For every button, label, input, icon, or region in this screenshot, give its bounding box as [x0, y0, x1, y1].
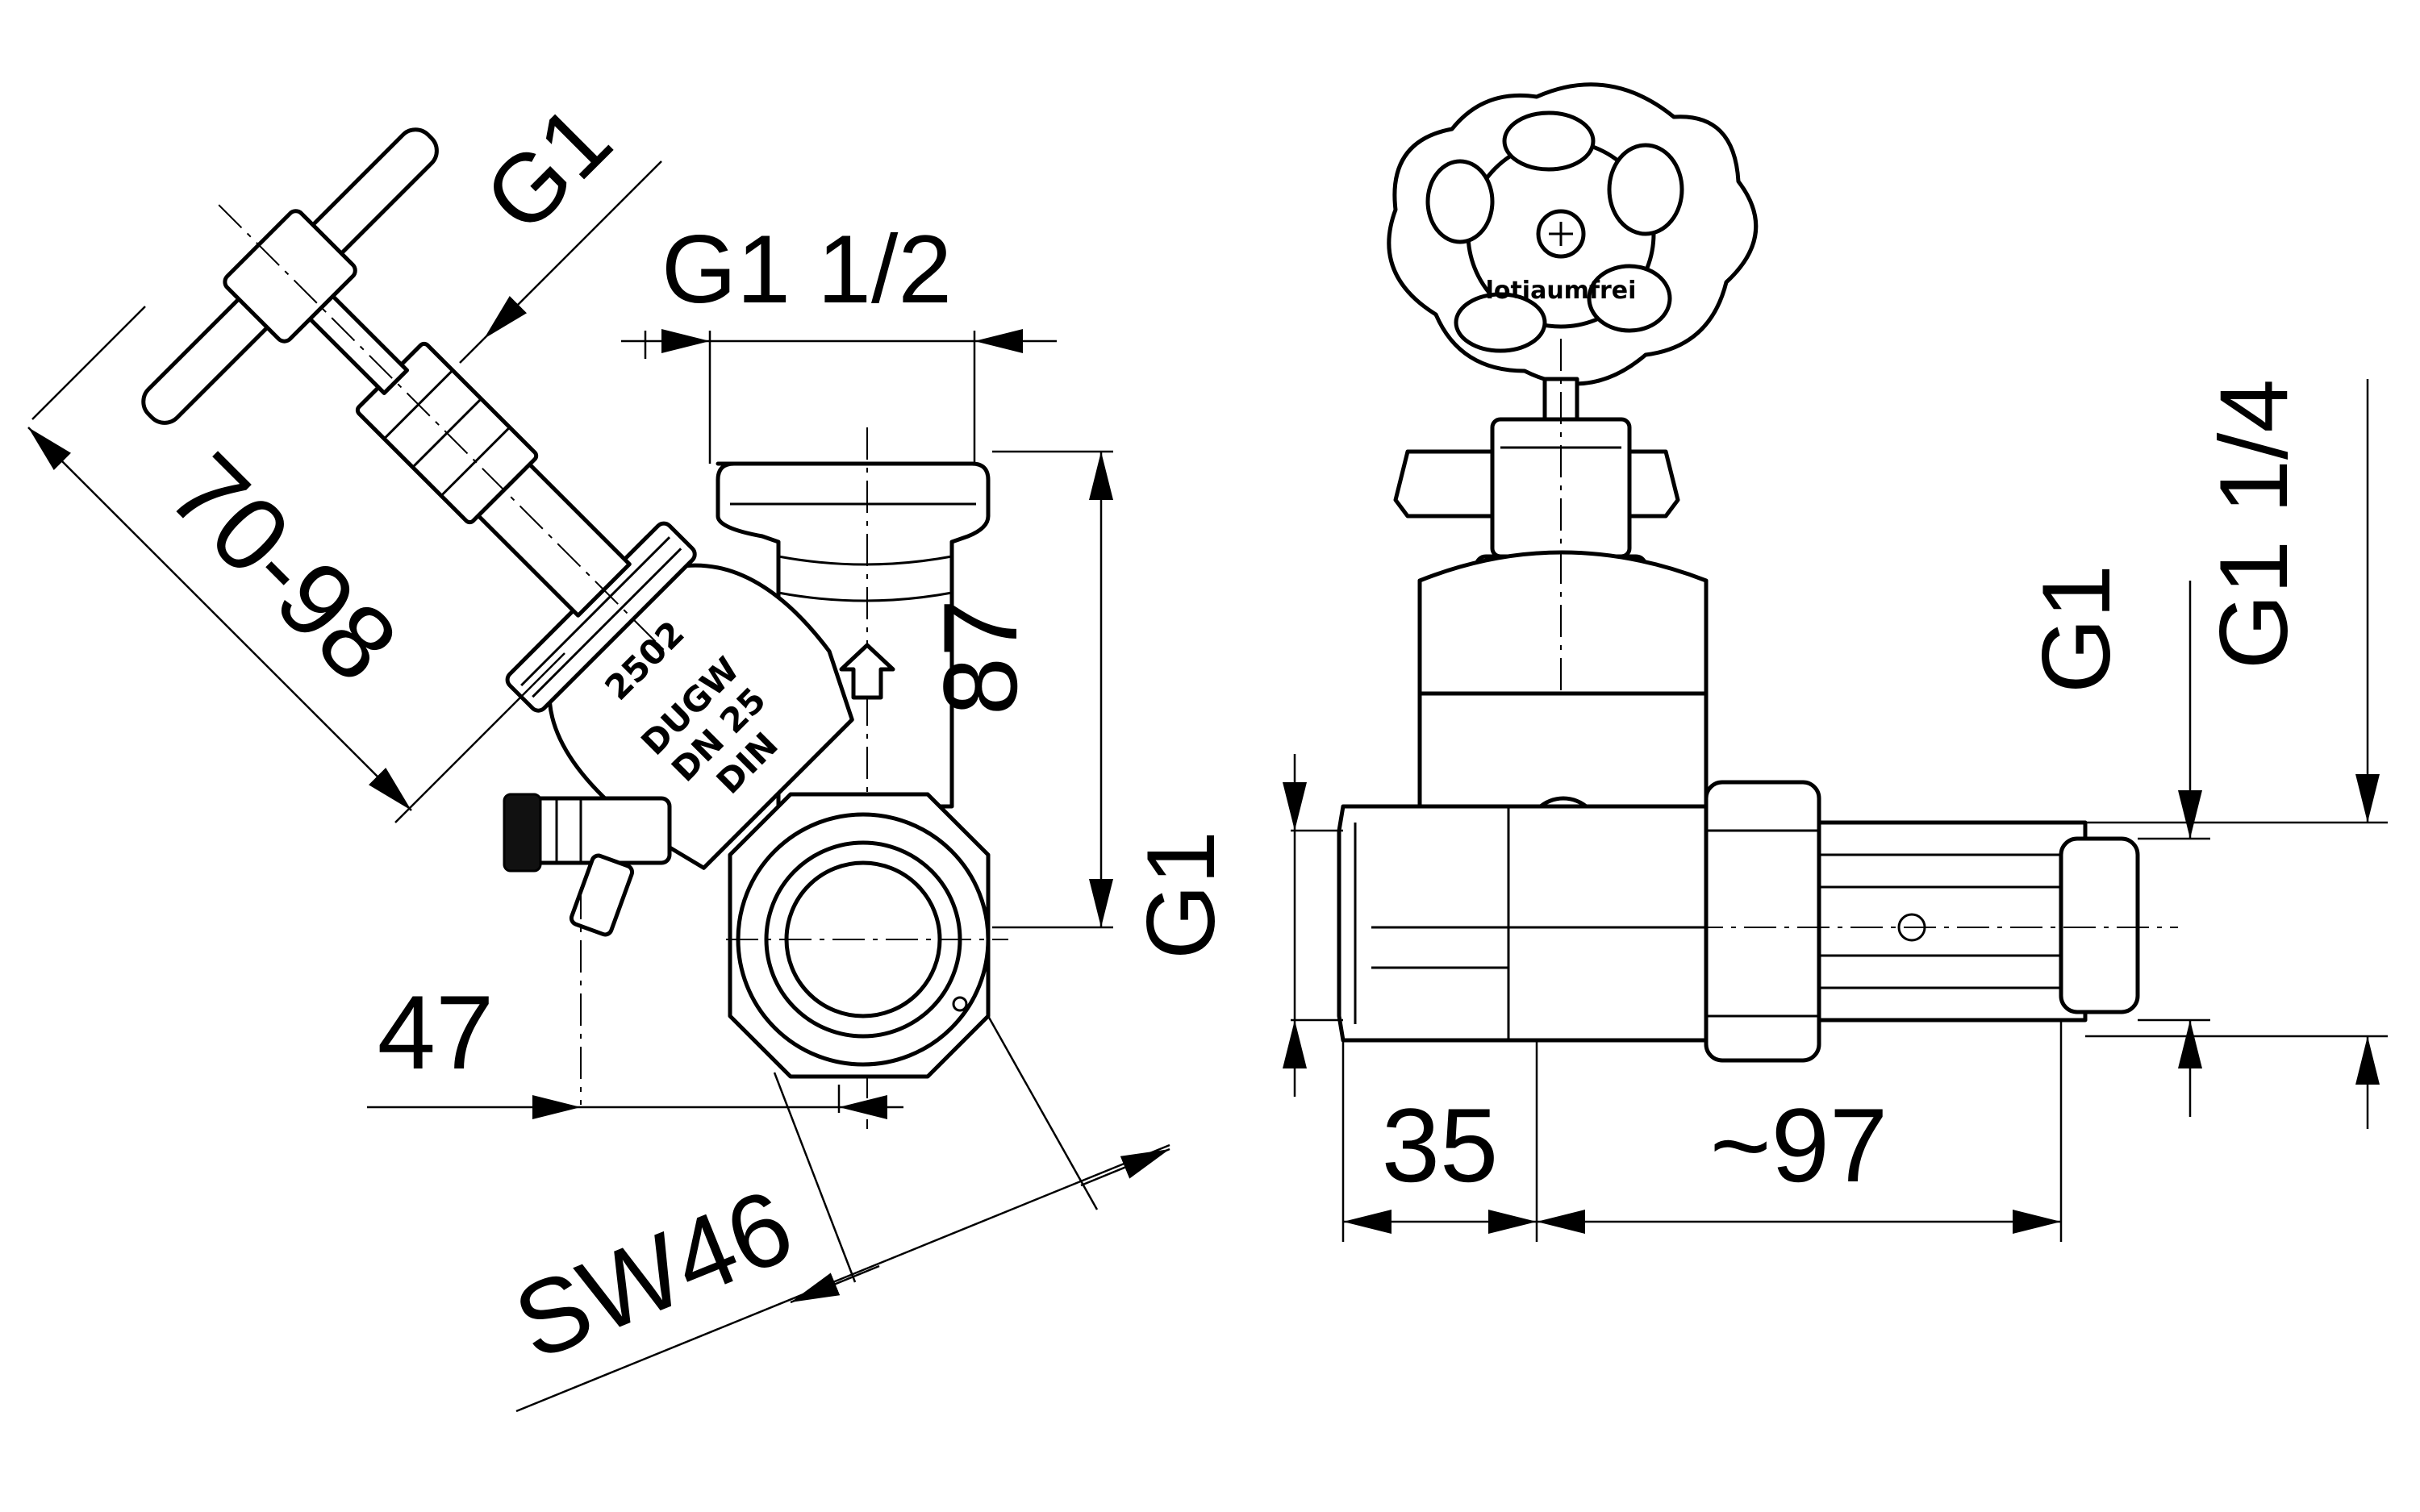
straight-stem — [1393, 339, 1709, 806]
dim-g1-inlet: G1 — [1127, 831, 1235, 960]
right-view: lotiaumfrei — [1127, 82, 2388, 1242]
union-nut — [726, 792, 1008, 1079]
dim-length-97: ~97 — [1710, 1086, 1888, 1204]
dim-wrench-sw46: SW46 — [499, 1166, 808, 1382]
left-view: 2502 DUGW DN 25 DIN — [27, 85, 1170, 1413]
union-tail — [1371, 780, 2178, 1063]
dim-g1-half: G1 1/2 — [661, 215, 952, 323]
drain-cock — [503, 793, 672, 1105]
flow-arrow-icon — [839, 643, 895, 700]
dim-stem-range: 70-98 — [147, 431, 419, 703]
straight-body — [1337, 691, 1709, 1043]
angled-stem — [141, 127, 665, 651]
angled-body — [505, 521, 854, 870]
dim-length-35: 35 — [1382, 1086, 1499, 1204]
dim-offset-47: 47 — [378, 973, 494, 1091]
dim-g1-quarter: G1 1/4 — [2200, 379, 2308, 669]
handwheel: lotiaumfrei — [1387, 82, 1759, 386]
dim-g1-outlet: G1 — [2022, 564, 2130, 694]
dim-height-87: 87 — [921, 599, 1039, 716]
handwheel-text: lotiaumfrei — [1486, 277, 1637, 305]
dim-g1-angled: G1 — [464, 85, 632, 252]
